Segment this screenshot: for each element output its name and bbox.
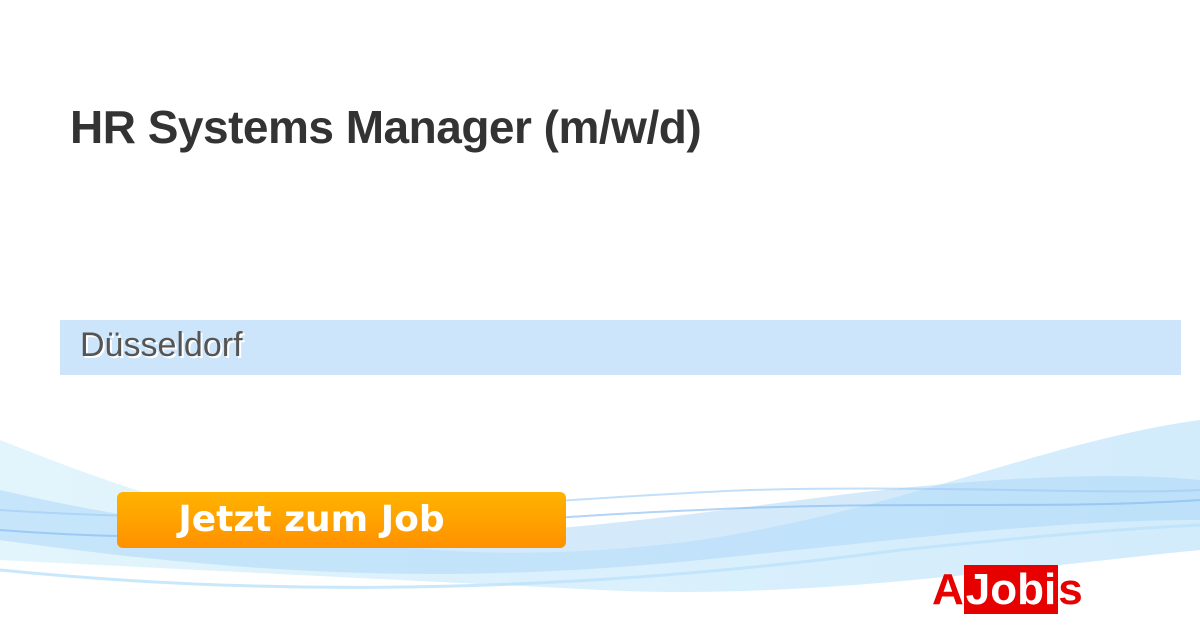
decorative-waves	[0, 420, 1200, 592]
ajobis-logo[interactable]: AJobis	[932, 565, 1083, 614]
job-location: Düsseldorf	[80, 326, 243, 364]
apply-now-button[interactable]: Jetzt zum Job	[117, 492, 566, 548]
logo-letter-s: s	[1058, 565, 1083, 614]
location-bar: Düsseldorf	[60, 320, 1181, 375]
apply-now-label: Jetzt zum Job	[178, 499, 445, 540]
logo-letter-a: A	[932, 565, 964, 614]
logo-block: Jobi	[963, 565, 1059, 614]
job-title: HR Systems Manager (m/w/d)	[70, 101, 702, 153]
